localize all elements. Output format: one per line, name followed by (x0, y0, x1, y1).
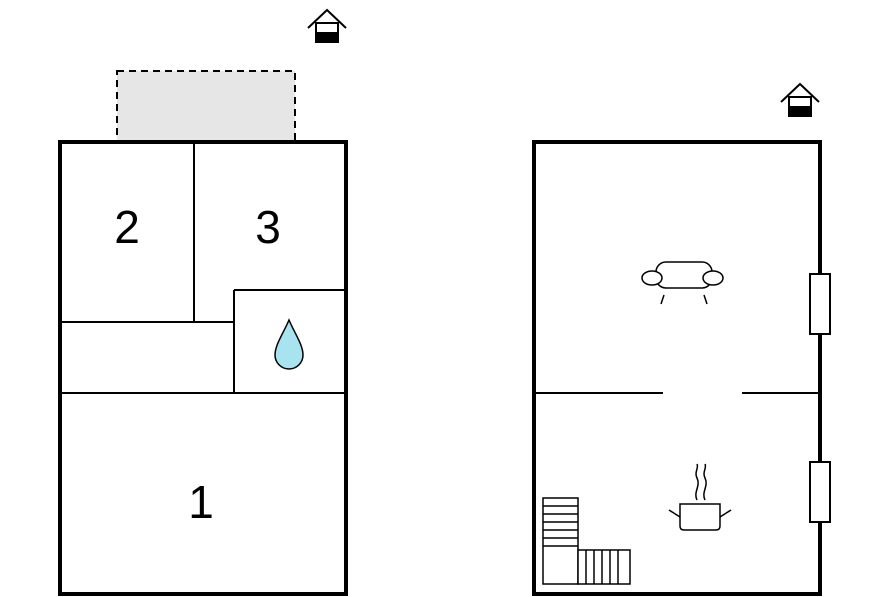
room-2-label: 2 (114, 201, 140, 253)
entrance-icon (780, 82, 820, 117)
window-icon (809, 461, 831, 523)
right-outer-wall (532, 140, 822, 596)
left-floor-plan: 2 3 1 (58, 8, 348, 596)
sofa-icon (641, 261, 724, 305)
entrance-icon (307, 8, 347, 43)
cooking-pot-icon (668, 463, 732, 531)
right-floor-plan (532, 82, 831, 596)
staircase-icon (542, 497, 631, 585)
left-outer-wall (58, 140, 348, 596)
terrace-area (116, 70, 296, 142)
room-1-label: 1 (188, 476, 214, 528)
window-icon (809, 273, 831, 335)
room-3-label: 3 (255, 201, 281, 253)
water-drop-icon (274, 318, 304, 370)
